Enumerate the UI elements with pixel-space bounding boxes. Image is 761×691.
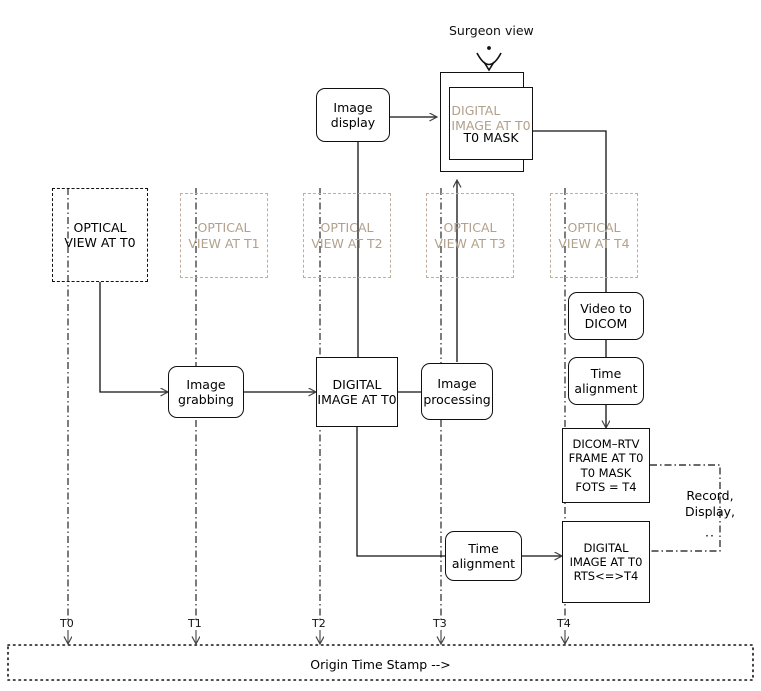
timeline-tick-t0: T0 xyxy=(60,617,74,630)
optical-view-t1: OPTICAL VIEW AT T1 xyxy=(180,193,268,278)
digital-image-t0-node[interactable]: DIGITAL IMAGE AT T0 xyxy=(316,357,398,427)
timeline-tick-t1: T1 xyxy=(188,617,202,630)
eye-view-icon xyxy=(476,46,502,72)
origin-time-stamp-caption: Origin Time Stamp --> xyxy=(310,657,451,672)
dicom-rtv-frame-node[interactable]: DICOM–RTV FRAME AT T0 T0 MASK FOTS = T4 xyxy=(562,428,650,503)
image-grabbing-node[interactable]: Image grabbing xyxy=(168,366,244,418)
digital-image-rts-node[interactable]: DIGITAL IMAGE AT T0 RTS<=>T4 xyxy=(562,521,650,603)
optical-view-t3: OPTICAL VIEW AT T3 xyxy=(426,193,514,278)
timeline-tick-t2: T2 xyxy=(312,617,326,630)
surgeon-view-label: Surgeon view xyxy=(449,23,534,38)
optical-view-t4: OPTICAL VIEW AT T4 xyxy=(550,193,638,278)
time-alignment-bottom-node[interactable]: Time alignment xyxy=(445,531,522,581)
optical-view-t2: OPTICAL VIEW AT T2 xyxy=(303,193,391,278)
record-display-bracket xyxy=(650,464,721,552)
t0-mask-content: DIGITAL IMAGE AT T0 T0 MASK xyxy=(449,92,533,156)
time-alignment-right-node[interactable]: Time alignment xyxy=(568,357,644,405)
image-processing-node[interactable]: Image processing xyxy=(421,363,493,420)
optical-view-t0: OPTICAL VIEW AT T0 xyxy=(52,188,148,282)
timeline-tick-t3: T3 xyxy=(433,617,447,630)
timeline-tick-arrows xyxy=(68,630,565,644)
t0-mask-box[interactable] xyxy=(449,87,533,160)
record-display-ellipsis: ·· xyxy=(705,528,715,543)
video-to-dicom-node[interactable]: Video to DICOM xyxy=(568,292,644,340)
record-display-label: Record, Display, xyxy=(684,488,736,519)
timeline-tick-t4: T4 xyxy=(557,617,571,630)
mask-label: T0 MASK xyxy=(463,130,519,145)
image-display-node[interactable]: Image display xyxy=(316,88,390,142)
flow-connectors xyxy=(99,117,606,556)
mask-ghost-label: DIGITAL IMAGE AT T0 xyxy=(451,103,531,133)
